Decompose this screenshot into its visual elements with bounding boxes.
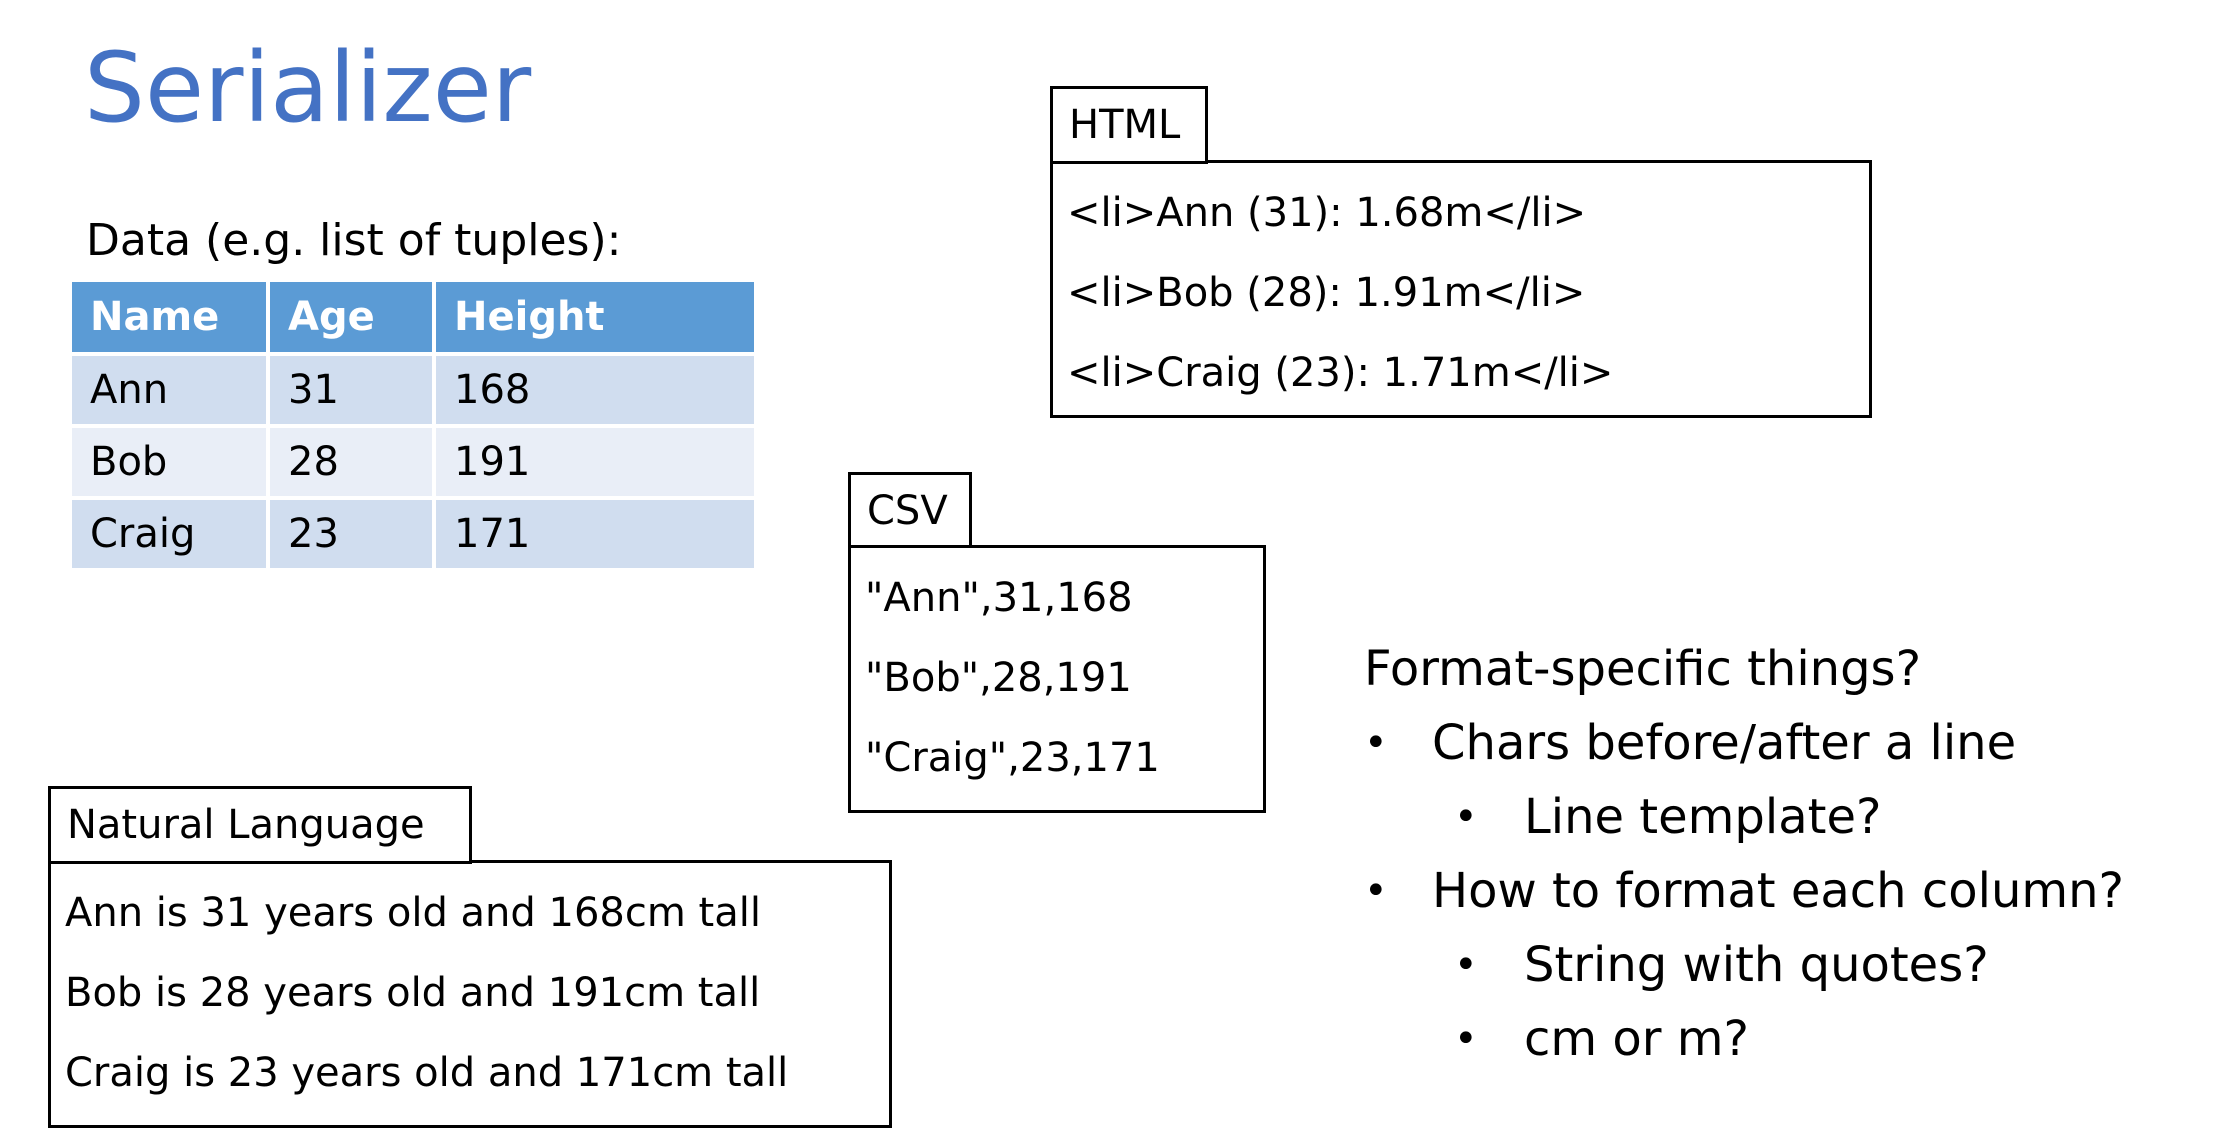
bullet-item: • Chars before/after a line — [1364, 706, 2124, 780]
bullet-icon: • — [1364, 868, 1388, 914]
bullet-icon: • — [1454, 794, 1478, 840]
bullet-item: • How to format each column? — [1364, 854, 2124, 928]
natural-language-format-label: Natural Language — [48, 786, 472, 864]
csv-line: "Craig",23,171 — [865, 735, 1160, 781]
csv-line: "Ann",31,168 — [865, 575, 1133, 621]
table-cell: 28 — [268, 426, 436, 500]
table-row: Ann 31 168 — [72, 354, 754, 428]
bullet-icon: • — [1364, 720, 1388, 766]
bullet-icon: • — [1454, 1016, 1478, 1062]
table-cell: 23 — [268, 498, 436, 572]
data-table: Name Age Height Ann 31 168 Bob 28 191 Cr… — [72, 282, 754, 572]
sub-bullet-item: • cm or m? — [1364, 1002, 2124, 1076]
natural-language-format-box: Ann is 31 years old and 168cm tall Bob i… — [48, 860, 892, 1128]
html-line: <li>Bob (28): 1.91m</li> — [1067, 270, 1586, 316]
table-cell: 191 — [434, 426, 754, 500]
csv-format-label: CSV — [848, 472, 972, 548]
sub-bullet-item: • Line template? — [1364, 780, 2124, 854]
bullet-icon: • — [1454, 942, 1478, 988]
table-cell: 168 — [434, 354, 754, 428]
html-format-label: HTML — [1050, 86, 1208, 164]
column-header-age: Age — [268, 282, 436, 356]
html-line: <li>Craig (23): 1.71m</li> — [1067, 350, 1614, 396]
sub-bullet-text: Line template? — [1524, 789, 1882, 845]
bullet-text: How to format each column? — [1432, 863, 2125, 919]
sub-bullet-item: • String with quotes? — [1364, 928, 2124, 1002]
natural-language-line: Ann is 31 years old and 168cm tall — [65, 890, 761, 936]
csv-line: "Bob",28,191 — [865, 655, 1132, 701]
sub-bullet-text: cm or m? — [1524, 1011, 1749, 1067]
sub-bullet-text: String with quotes? — [1524, 937, 1989, 993]
slide-title: Serializer — [84, 32, 532, 144]
table-cell: Ann — [72, 354, 270, 428]
table-header-row: Name Age Height — [72, 282, 754, 356]
natural-language-line: Bob is 28 years old and 191cm tall — [65, 970, 761, 1016]
column-header-height: Height — [434, 282, 754, 356]
table-row: Craig 23 171 — [72, 498, 754, 572]
table-cell: 31 — [268, 354, 436, 428]
table-cell: Bob — [72, 426, 270, 500]
bullet-text: Chars before/after a line — [1432, 715, 2017, 771]
table-cell: Craig — [72, 498, 270, 572]
format-notes: Format-specific things? • Chars before/a… — [1364, 632, 2124, 1076]
html-format-box: <li>Ann (31): 1.68m</li> <li>Bob (28): 1… — [1050, 160, 1872, 418]
csv-format-box: "Ann",31,168 "Bob",28,191 "Craig",23,171 — [848, 545, 1266, 813]
table-row: Bob 28 191 — [72, 426, 754, 500]
column-header-name: Name — [72, 282, 270, 356]
data-caption: Data (e.g. list of tuples): — [86, 215, 622, 266]
natural-language-line: Craig is 23 years old and 171cm tall — [65, 1050, 789, 1096]
notes-heading: Format-specific things? — [1364, 641, 1922, 697]
table-cell: 171 — [434, 498, 754, 572]
html-line: <li>Ann (31): 1.68m</li> — [1067, 190, 1587, 236]
